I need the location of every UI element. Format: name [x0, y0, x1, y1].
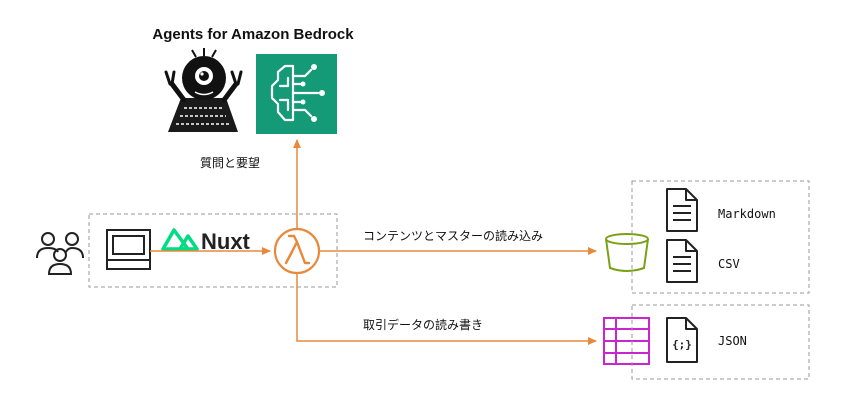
mascot-character — [164, 48, 243, 132]
file-label-markdown: Markdown — [718, 207, 776, 221]
s3-bucket-icon — [605, 233, 649, 272]
file-label-json: JSON — [718, 334, 747, 348]
diagram-title: Agents for Amazon Bedrock — [152, 26, 354, 43]
nuxt-logo-icon: Nuxt — [161, 228, 251, 254]
json-document-icon: {;} — [666, 317, 698, 363]
arrow-lambda-to-table — [296, 273, 597, 345]
document-icon — [666, 188, 698, 232]
dynamodb-table-icon — [603, 317, 650, 365]
file-label-csv: CSV — [718, 257, 740, 271]
json-glyph: {;} — [672, 338, 692, 351]
monitor-icon — [106, 229, 151, 270]
lambda-icon — [273, 227, 321, 275]
json-group-box — [631, 304, 810, 380]
frontend-group-box — [88, 213, 338, 288]
nuxt-label: Nuxt — [201, 229, 251, 254]
bedrock-agent-icon — [256, 54, 337, 134]
label-readwrite: 取引データの読み書き — [363, 317, 483, 332]
label-question: 質問と要望 — [200, 155, 260, 170]
label-load: コンテンツとマスターの読み込み — [363, 228, 543, 243]
document-icon — [666, 239, 698, 283]
users-icon — [36, 232, 84, 275]
files-group-box — [631, 180, 810, 294]
